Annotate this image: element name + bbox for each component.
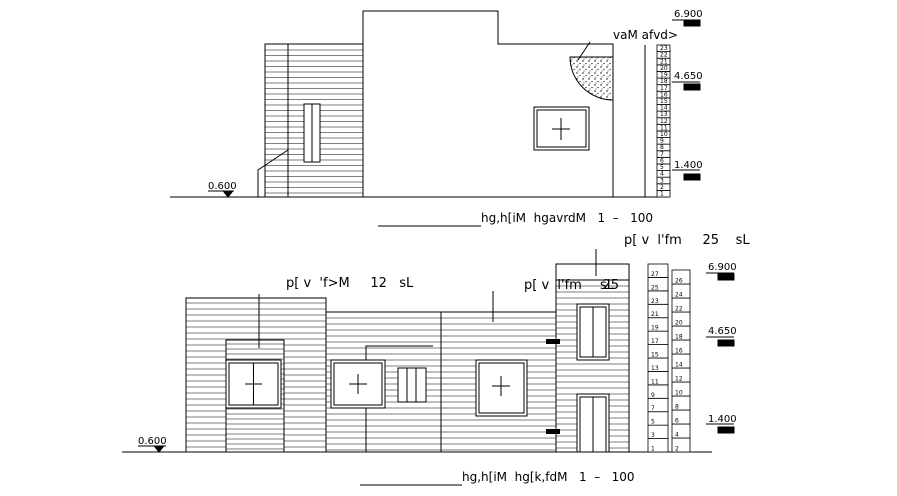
stair-number: 22 <box>675 306 683 313</box>
stair-number: 12 <box>675 376 683 383</box>
stair-number: 5 <box>660 164 664 171</box>
stair-number: 5 <box>651 419 655 426</box>
stair-number: 7 <box>651 405 655 412</box>
bottom-elevation: 1357911131517192123252724681012141618202… <box>122 249 735 486</box>
stair-number: 14 <box>675 362 683 369</box>
bottom-stair-column: 1357911131517192123252724681012141618202… <box>647 263 691 453</box>
top-level-markers <box>672 19 701 181</box>
top-level-1400: 1.400 <box>674 160 703 171</box>
stair-number: 16 <box>660 91 668 98</box>
bottom-level-6900: 6.900 <box>708 262 737 273</box>
stipple-quarter <box>569 56 614 101</box>
stair-number: 14 <box>660 105 668 112</box>
stair-number: 6 <box>675 418 679 425</box>
stair-number: 13 <box>660 111 668 118</box>
stair-step <box>671 269 691 285</box>
stair-number: 23 <box>651 298 659 305</box>
top-level-4650: 4.650 <box>674 71 703 82</box>
bottom-caption: hg,h[iM hg[k,fdM 1 – 100 <box>462 470 635 484</box>
stair-number: 20 <box>675 320 683 327</box>
stair-number: 12 <box>660 118 668 125</box>
stair-number: 26 <box>675 278 683 285</box>
stair-number: 17 <box>651 338 659 345</box>
stair-number: 25 <box>651 284 659 291</box>
stair-number: 9 <box>651 392 655 399</box>
stair-number: 8 <box>660 144 664 151</box>
bottom-label-middle: p[ v l'fm 25 <box>524 278 619 293</box>
stair-number: 1 <box>651 446 655 453</box>
stair-number: 21 <box>660 58 668 65</box>
top-ground-level: 0.600 <box>208 181 237 192</box>
stair-number: 24 <box>675 292 683 299</box>
lean-to <box>257 149 289 197</box>
stair-number: 20 <box>660 65 668 72</box>
stair-number: 9 <box>660 138 664 145</box>
stair-number: 27 <box>651 271 659 278</box>
stair-number: 3 <box>651 432 655 439</box>
bottom-level-1400: 1.400 <box>708 414 737 425</box>
stair-number: 16 <box>675 348 683 355</box>
bottom-label-top: p[ v l'fm 25 sL <box>624 233 750 248</box>
stair-number: 21 <box>651 311 659 318</box>
stair-step <box>656 44 671 53</box>
bottom-level-markers <box>706 272 735 434</box>
stair-number: 6 <box>660 157 664 164</box>
bottom-ground-level: 0.600 <box>138 436 167 447</box>
stair-number: 19 <box>651 325 659 332</box>
stair-number: 3 <box>660 177 664 184</box>
stair-number: 8 <box>675 404 679 411</box>
stair-number: 11 <box>651 378 659 385</box>
stair-number: 17 <box>660 85 668 92</box>
stair-number: 11 <box>660 124 668 131</box>
stair-step <box>647 263 669 278</box>
stair-number: 4 <box>660 171 664 178</box>
stair-number: 22 <box>660 52 668 59</box>
bottom-label-middle-suffix: sL <box>600 278 615 293</box>
window-b-small <box>397 367 427 403</box>
stair-number: 2 <box>675 446 679 453</box>
stair-number: 10 <box>660 131 668 138</box>
stair-number: 15 <box>651 352 659 359</box>
stair-number: 18 <box>675 334 683 341</box>
stair-number: 18 <box>660 78 668 85</box>
stair-number: 23 <box>660 45 668 52</box>
stair-number: 7 <box>660 151 664 158</box>
top-window <box>533 106 590 151</box>
main-wall <box>362 10 614 197</box>
top-note-label: vaM afvd> <box>613 28 678 42</box>
stair-number: 15 <box>660 98 668 105</box>
stair-number: 19 <box>660 72 668 79</box>
stair-number: 4 <box>675 432 679 439</box>
stair-number: 10 <box>675 390 683 397</box>
stair-number: 13 <box>651 365 659 372</box>
bottom-label-left: p[ v 'f>M 12 sL <box>286 276 414 291</box>
stair-number: 1 <box>660 191 664 198</box>
top-level-6900: 6.900 <box>674 9 703 20</box>
top-caption: hg,h[iM hgavrdM 1 – 100 <box>481 211 653 225</box>
bottom-level-4650: 4.650 <box>708 326 737 337</box>
stair-number: 2 <box>660 184 664 191</box>
